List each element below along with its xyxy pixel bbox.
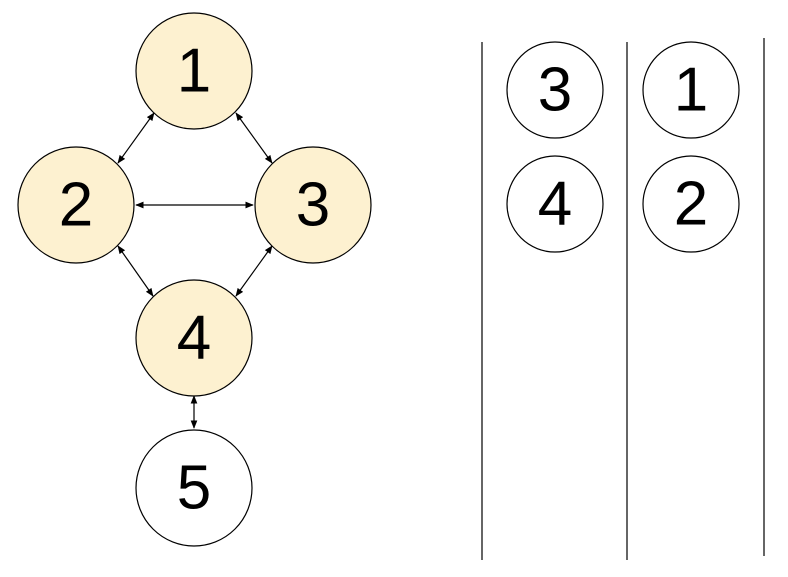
column-2: 1 2 — [642, 41, 740, 253]
graph-node-4: 4 — [135, 279, 253, 397]
graph-node-5: 5 — [135, 429, 253, 547]
column-1-item-2-circle — [506, 155, 604, 253]
column-1-item-1-circle — [506, 41, 604, 139]
column-1-item-2-label: 4 — [538, 170, 572, 239]
node-4-circle — [135, 279, 253, 397]
node-5-circle — [135, 429, 253, 547]
graph-edges — [117, 112, 273, 429]
edge-3-4 — [235, 245, 273, 297]
column-2-item-2-circle — [642, 155, 740, 253]
column-2-item-1-circle — [642, 41, 740, 139]
edge-1-3 — [235, 112, 273, 164]
node-3-circle — [254, 146, 372, 264]
node-3-label: 3 — [296, 171, 330, 240]
column-2-item-2-label: 2 — [674, 170, 708, 239]
edge-1-2 — [117, 112, 155, 164]
graph-node-2: 2 — [17, 146, 135, 264]
node-2-circle — [17, 146, 135, 264]
graph-node-3: 3 — [254, 146, 372, 264]
column-1-item-1-label: 3 — [538, 56, 572, 125]
column-1-item: 4 — [506, 155, 604, 253]
node-2-label: 2 — [59, 171, 93, 240]
node-4-label: 4 — [177, 304, 211, 373]
column-1: 3 4 — [506, 41, 604, 253]
node-1-circle — [135, 12, 253, 130]
edge-2-4 — [117, 245, 154, 297]
column-1-item: 3 — [506, 41, 604, 139]
graph-node-1: 1 — [135, 12, 253, 130]
column-2-item-1-label: 1 — [674, 56, 708, 125]
column-dividers — [481, 38, 765, 560]
column-2-item: 2 — [642, 155, 740, 253]
column-2-item: 1 — [642, 41, 740, 139]
node-1-label: 1 — [177, 37, 211, 106]
node-5-label: 5 — [177, 454, 211, 523]
